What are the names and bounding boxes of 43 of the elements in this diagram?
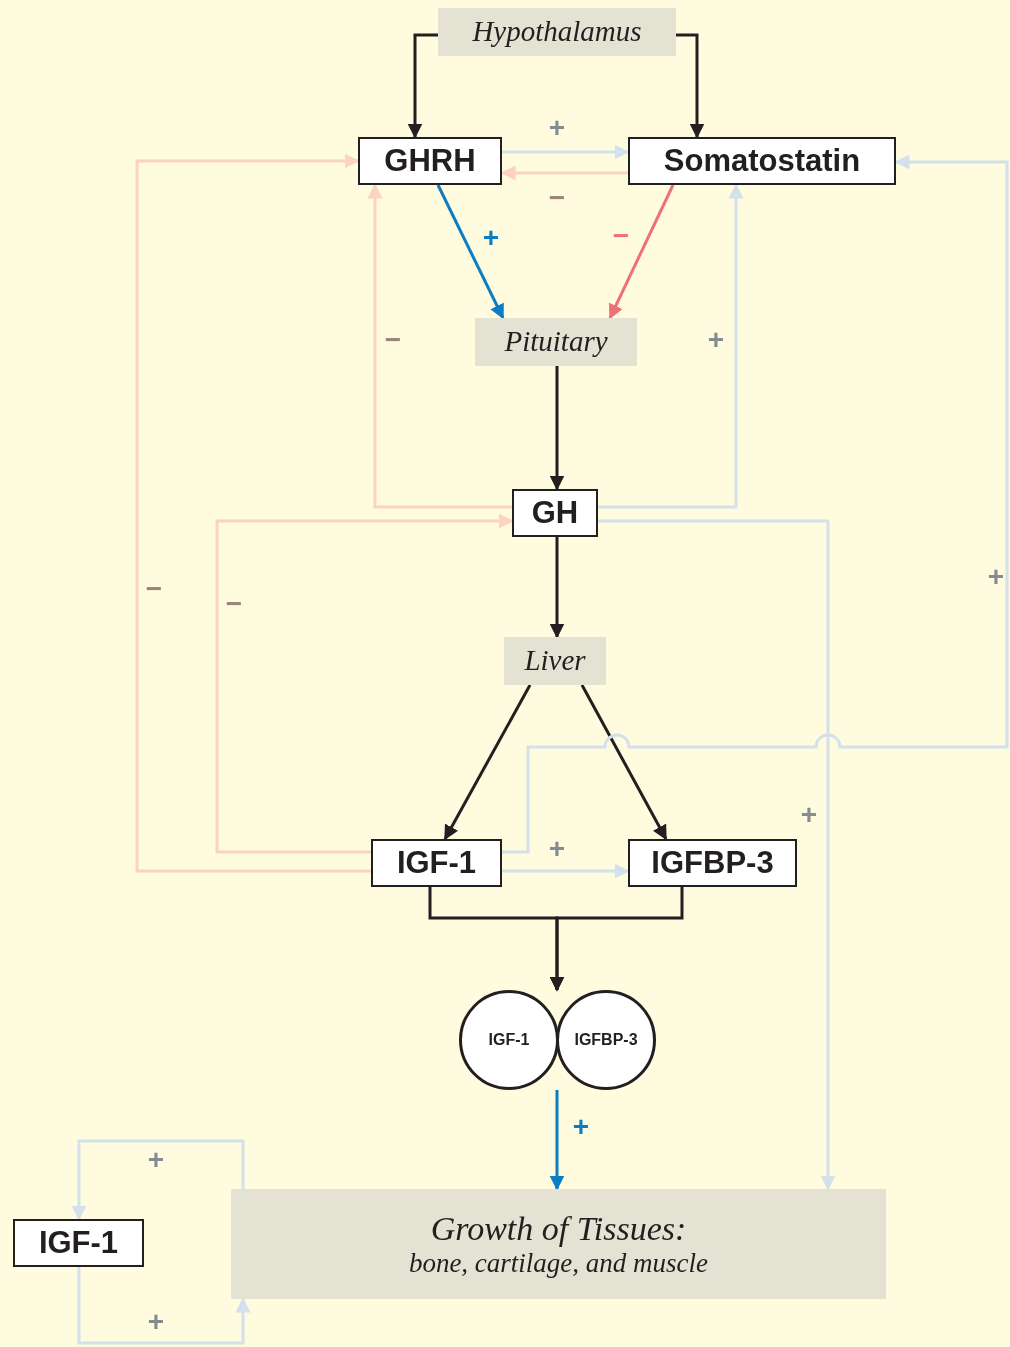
process-box [512,489,598,537]
node-label: IGFBP-3 [574,1030,638,1050]
node-label: IGFBP-3 [651,845,774,881]
arrow [549,366,565,491]
arrow [215,513,514,854]
arrow [502,154,1009,854]
process-box [628,137,896,185]
node-label: Growth of Tissues: [430,1208,687,1248]
arrow [367,183,512,509]
node-label: Liver [524,644,586,678]
arrow [135,153,371,873]
arrow [608,184,675,320]
organ-box [475,318,637,366]
arrow [443,684,532,841]
arrow [502,863,630,879]
organ-box [231,1189,886,1299]
node-label: Hypothalamus [472,15,642,49]
organ-box [438,8,676,56]
arrow [549,1090,565,1191]
arrow [71,1139,245,1221]
arrow [502,144,630,160]
arrow [676,33,705,139]
node-label: IGF-1 [38,1225,119,1261]
arrow [77,1267,251,1345]
arrow [549,887,684,992]
node-label: Pituitary [504,325,608,359]
arrow [436,184,505,320]
arrow [549,537,565,639]
node-label: GHRH [384,143,476,179]
arrow [598,183,744,509]
node-label: GH [531,495,579,531]
node-label: Somatostatin [663,143,861,179]
process-box [358,137,502,185]
arrow [598,519,836,1191]
process-box [13,1219,144,1267]
node-label: bone, cartilage, and muscle [408,1248,709,1280]
arrow [407,33,438,139]
node-label: IGF-1 [396,845,477,881]
process-box [628,839,797,887]
organ-box [504,637,606,685]
process-box [371,839,502,887]
arrow [580,684,668,841]
node-label: IGF-1 [488,1030,530,1050]
